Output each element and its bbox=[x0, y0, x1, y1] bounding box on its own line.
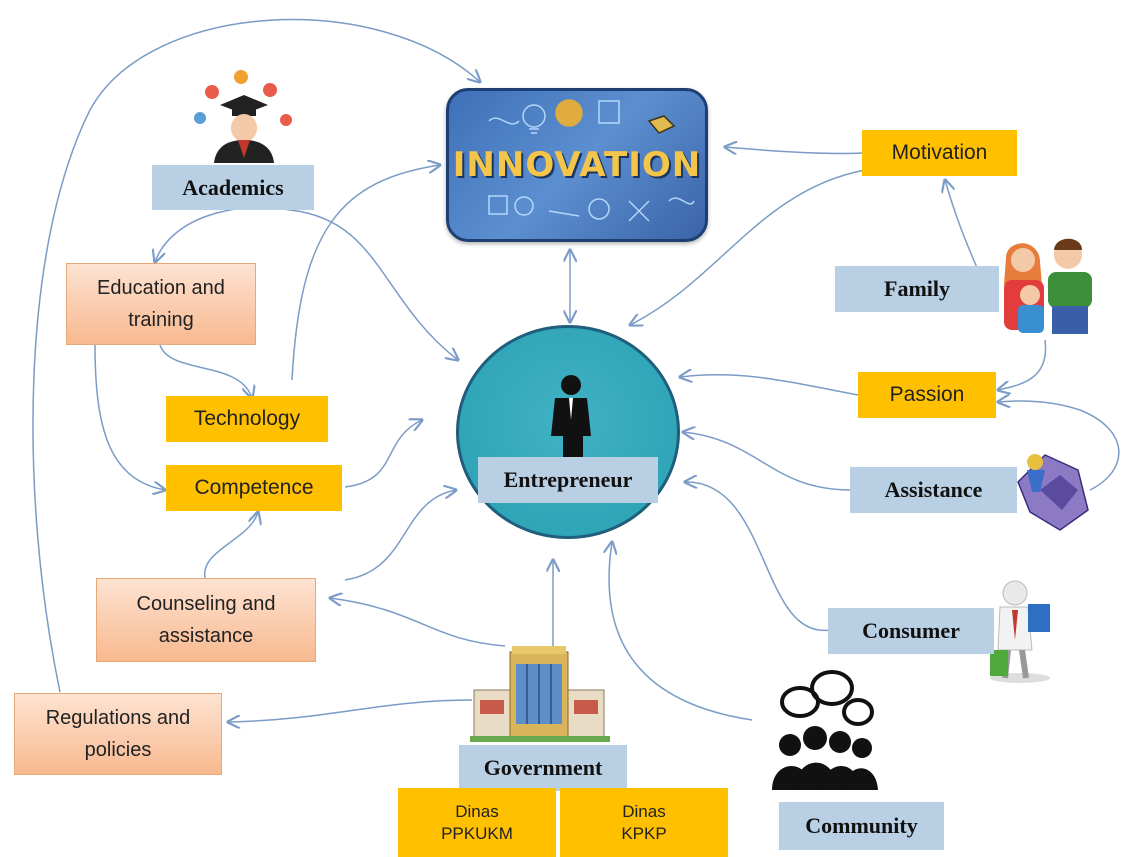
arrow-community-entrepreneur bbox=[609, 542, 753, 721]
innovation-title: INNOVATION bbox=[452, 145, 702, 185]
node-community: Community bbox=[779, 802, 944, 850]
building-icon bbox=[470, 646, 610, 742]
arrow-motivation-innovation bbox=[725, 147, 863, 153]
arrow-academics-entrepreneur bbox=[289, 209, 458, 360]
graduation-person-icon bbox=[194, 70, 292, 163]
node-assistance: Assistance bbox=[850, 467, 1017, 513]
arrow-assistance-entrepreneur bbox=[683, 432, 853, 491]
arrow-government-regulations bbox=[228, 699, 473, 722]
arrow-technology-innovation bbox=[291, 165, 440, 381]
entrepreneur-label: Entrepreneur bbox=[478, 457, 658, 503]
node-passion: Passion bbox=[858, 372, 996, 418]
arrow-family-motivation bbox=[945, 180, 979, 271]
arrow-family-passion bbox=[998, 339, 1047, 390]
arrow-regulations-innovation bbox=[32, 18, 480, 693]
shopper-icon bbox=[990, 580, 1050, 683]
businessman-silhouette-icon bbox=[551, 375, 591, 458]
arrow-academics-education bbox=[155, 206, 291, 262]
arrow-motivation-entrepreneur bbox=[630, 169, 866, 325]
node-consumer: Consumer bbox=[828, 608, 994, 654]
arrow-assistance-passion bbox=[998, 401, 1120, 491]
arrow-counseling-competence bbox=[204, 512, 258, 579]
arrow-government-counseling bbox=[330, 598, 506, 647]
arrow-education-competence bbox=[94, 344, 165, 490]
arrow-consumer-entrepreneur bbox=[685, 482, 831, 631]
node-motivation: Motivation bbox=[862, 130, 1017, 176]
node-education-training: Education and training bbox=[66, 263, 256, 345]
node-counseling-assistance: Counseling and assistance bbox=[96, 578, 316, 662]
crowd-speech-icon bbox=[772, 670, 878, 790]
node-family: Family bbox=[835, 266, 999, 312]
entrepreneur-circle bbox=[456, 325, 680, 539]
connector-arrows bbox=[32, 18, 1120, 722]
family-icon bbox=[1004, 238, 1092, 334]
node-dinas-ppkukm: Dinas PPKUKM bbox=[398, 788, 556, 857]
innovation-doodles bbox=[488, 99, 695, 222]
node-academics: Academics bbox=[152, 165, 314, 210]
arrow-passion-entrepreneur bbox=[680, 375, 859, 396]
innovation-box: INNOVATION bbox=[446, 88, 708, 242]
node-government: Government bbox=[459, 745, 627, 791]
node-competence: Competence bbox=[166, 465, 342, 511]
arrow-competence-entrepreneur bbox=[344, 420, 422, 488]
node-regulations-policies: Regulations and policies bbox=[14, 693, 222, 775]
node-dinas-kpkp: Dinas KPKP bbox=[560, 788, 728, 857]
puzzle-icon bbox=[1017, 454, 1089, 531]
arrow-education-technology bbox=[159, 344, 252, 398]
arrow-counseling-entrepreneur bbox=[344, 490, 456, 581]
node-technology: Technology bbox=[166, 396, 328, 442]
